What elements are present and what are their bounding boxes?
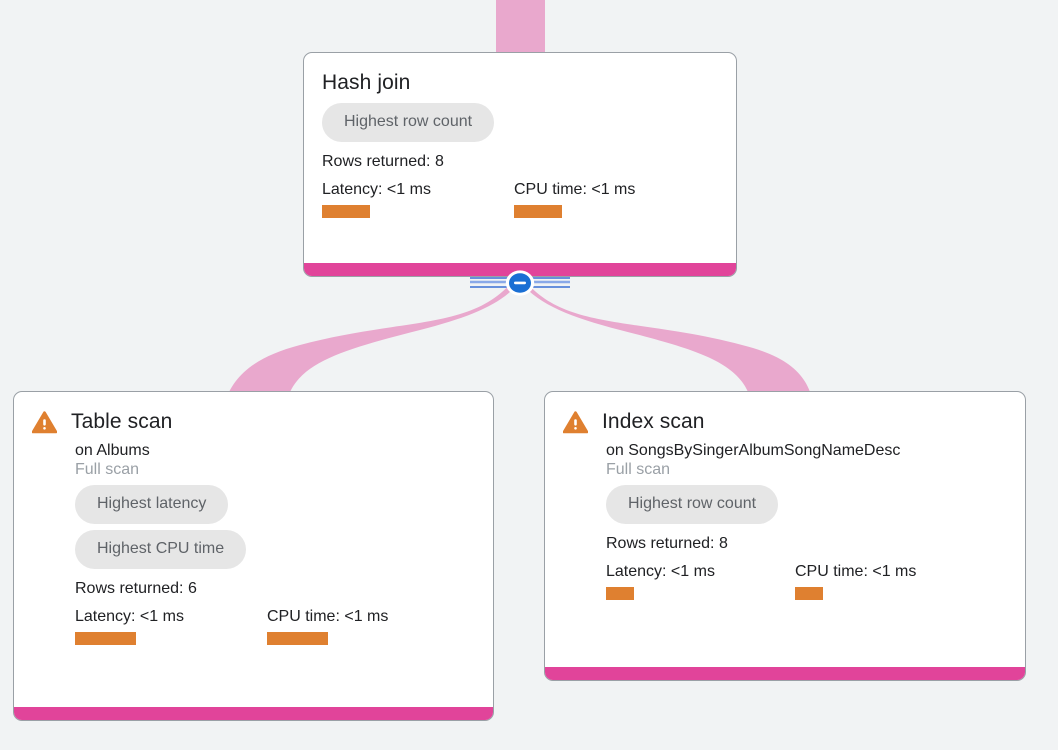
node-hash-join-chips: Highest row count [322,103,718,148]
metric-cpu: CPU time: <1 ms [795,563,916,600]
metric-cpu: CPU time: <1 ms [267,608,388,645]
metric-cpu-bar [514,205,562,218]
node-table-scan-details: on Albums Full scan Highest latency High… [32,442,475,645]
node-hash-join-title-row: Hash join [322,71,718,95]
metric-cpu: CPU time: <1 ms [514,181,635,218]
node-index-scan-subtitle: on SongsBySingerAlbumSongNameDesc [606,442,901,459]
node-index-scan[interactable]: Index scan on SongsBySingerAlbumSongName… [544,391,1026,681]
warning-triangle-icon [32,410,57,433]
metric-cpu-label: CPU time: <1 ms [514,181,636,198]
node-hash-join-body: Hash join Highest row count Rows returne… [304,53,736,228]
metric-latency-label: Latency: <1 ms [606,563,715,580]
metric-latency: Latency: <1 ms [322,181,514,218]
node-index-scan-accent-bar [545,667,1025,680]
node-hash-join-accent-bar [304,263,736,276]
metric-latency-bar [606,587,634,600]
node-table-scan-title: Table scan [71,410,173,433]
node-table-scan-rows-returned: Rows returned: 6 [75,580,197,597]
node-table-scan-body: Table scan on Albums Full scan Highest l… [14,392,493,655]
metric-cpu-label: CPU time: <1 ms [267,608,389,625]
edge-hash-join-to-table-scan [229,283,519,392]
metric-latency: Latency: <1 ms [75,608,267,645]
metric-latency: Latency: <1 ms [606,563,795,600]
edge-root-to-hash-join [496,0,545,52]
node-table-scan-chips: Highest latency Highest CPU time [75,485,475,575]
node-index-scan-title: Index scan [602,410,705,433]
node-index-scan-rows-returned: Rows returned: 8 [606,535,728,552]
node-hash-join[interactable]: Hash join Highest row count Rows returne… [303,52,737,277]
node-table-scan[interactable]: Table scan on Albums Full scan Highest l… [13,391,494,721]
chip-highest-row-count: Highest row count [606,485,779,524]
node-hash-join-rows-returned: Rows returned: 8 [322,153,444,170]
chip-highest-latency: Highest latency [75,485,229,524]
metric-cpu-bar [267,632,328,645]
metric-latency-label: Latency: <1 ms [75,608,184,625]
metric-latency-bar [322,205,370,218]
metric-latency-bar [75,632,136,645]
node-table-scan-scan-type: Full scan [75,461,140,478]
node-table-scan-accent-bar [14,707,493,720]
node-hash-join-title: Hash join [322,71,411,94]
node-index-scan-metrics: Latency: <1 ms CPU time: <1 ms [606,563,1007,600]
node-hash-join-metrics: Latency: <1 ms CPU time: <1 ms [322,181,718,218]
node-index-scan-details: on SongsBySingerAlbumSongNameDesc Full s… [563,442,1007,600]
node-index-scan-title-row: Index scan [563,410,1007,434]
node-index-scan-chips: Highest row count [606,485,1007,530]
collapse-children-toggle[interactable] [470,270,570,296]
metric-cpu-label: CPU time: <1 ms [795,563,917,580]
metric-latency-label: Latency: <1 ms [322,181,431,198]
metric-cpu-bar [795,587,823,600]
chip-highest-row-count: Highest row count [322,103,495,142]
minus-circle-icon[interactable] [505,270,535,296]
chip-highest-cpu-time: Highest CPU time [75,530,247,569]
warning-triangle-icon [563,410,588,433]
node-table-scan-title-row: Table scan [32,410,475,434]
node-index-scan-body: Index scan on SongsBySingerAlbumSongName… [545,392,1025,610]
node-table-scan-subtitle: on Albums [75,442,150,459]
node-table-scan-metrics: Latency: <1 ms CPU time: <1 ms [75,608,475,645]
edge-hash-join-to-index-scan [521,283,810,392]
node-index-scan-scan-type: Full scan [606,461,671,478]
